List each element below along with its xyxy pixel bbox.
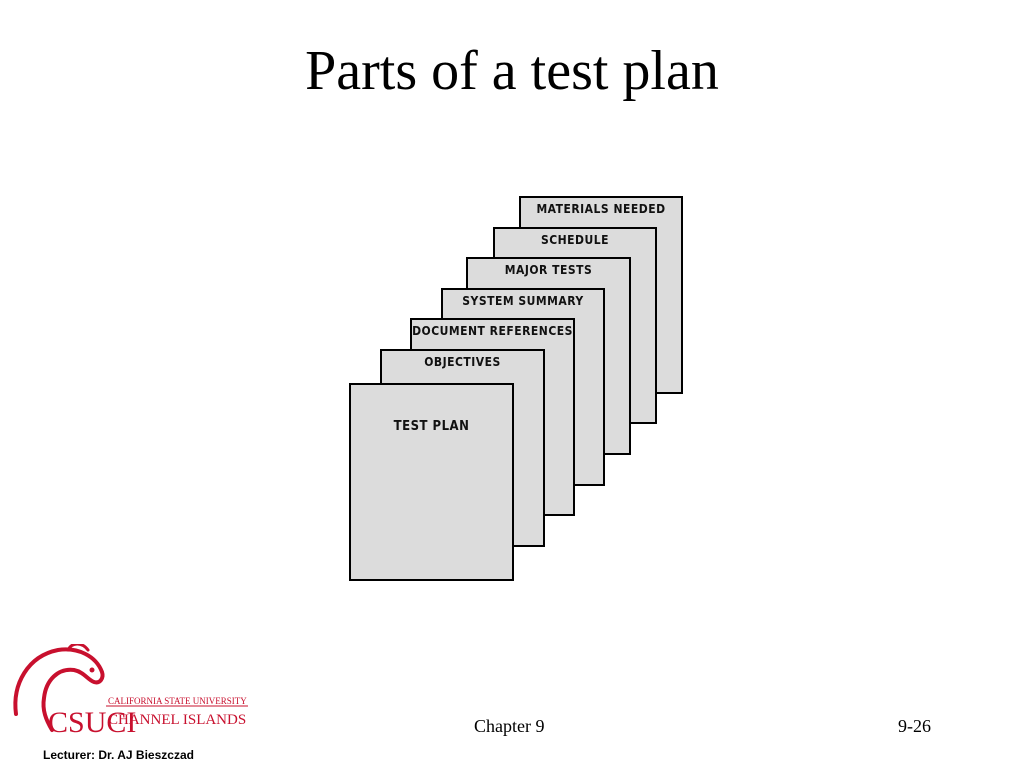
sheet-label: SCHEDULE: [540, 233, 610, 247]
logo-university-line2: CHANNEL ISLANDS: [108, 712, 246, 728]
dolphin-icon: [13, 647, 105, 732]
university-logo: CSUCI CALIFORNIA STATE UNIVERSITY CHANNE…: [13, 644, 248, 739]
chapter-label: Chapter 9: [474, 716, 545, 736]
sheet-test-plan: TEST PLAN: [349, 383, 514, 581]
sheet-label: MAJOR TESTS: [504, 263, 593, 277]
sheet-label: MATERIALS NEEDED: [536, 202, 666, 216]
lecturer-name: Lecturer: Dr. AJ Bieszczad: [43, 748, 194, 762]
logo-letters: CSUCI: [48, 706, 136, 739]
page-number: 9-26: [898, 716, 931, 736]
sheet-label: OBJECTIVES: [424, 355, 501, 369]
sheet-label: TEST PLAN: [393, 419, 470, 434]
sheet-label: DOCUMENT REFERENCES: [412, 324, 573, 338]
slide-title: Parts of a test plan: [305, 40, 719, 102]
sheet-label: SYSTEM SUMMARY: [462, 294, 584, 308]
logo-university-line1: CALIFORNIA STATE UNIVERSITY: [108, 696, 247, 706]
